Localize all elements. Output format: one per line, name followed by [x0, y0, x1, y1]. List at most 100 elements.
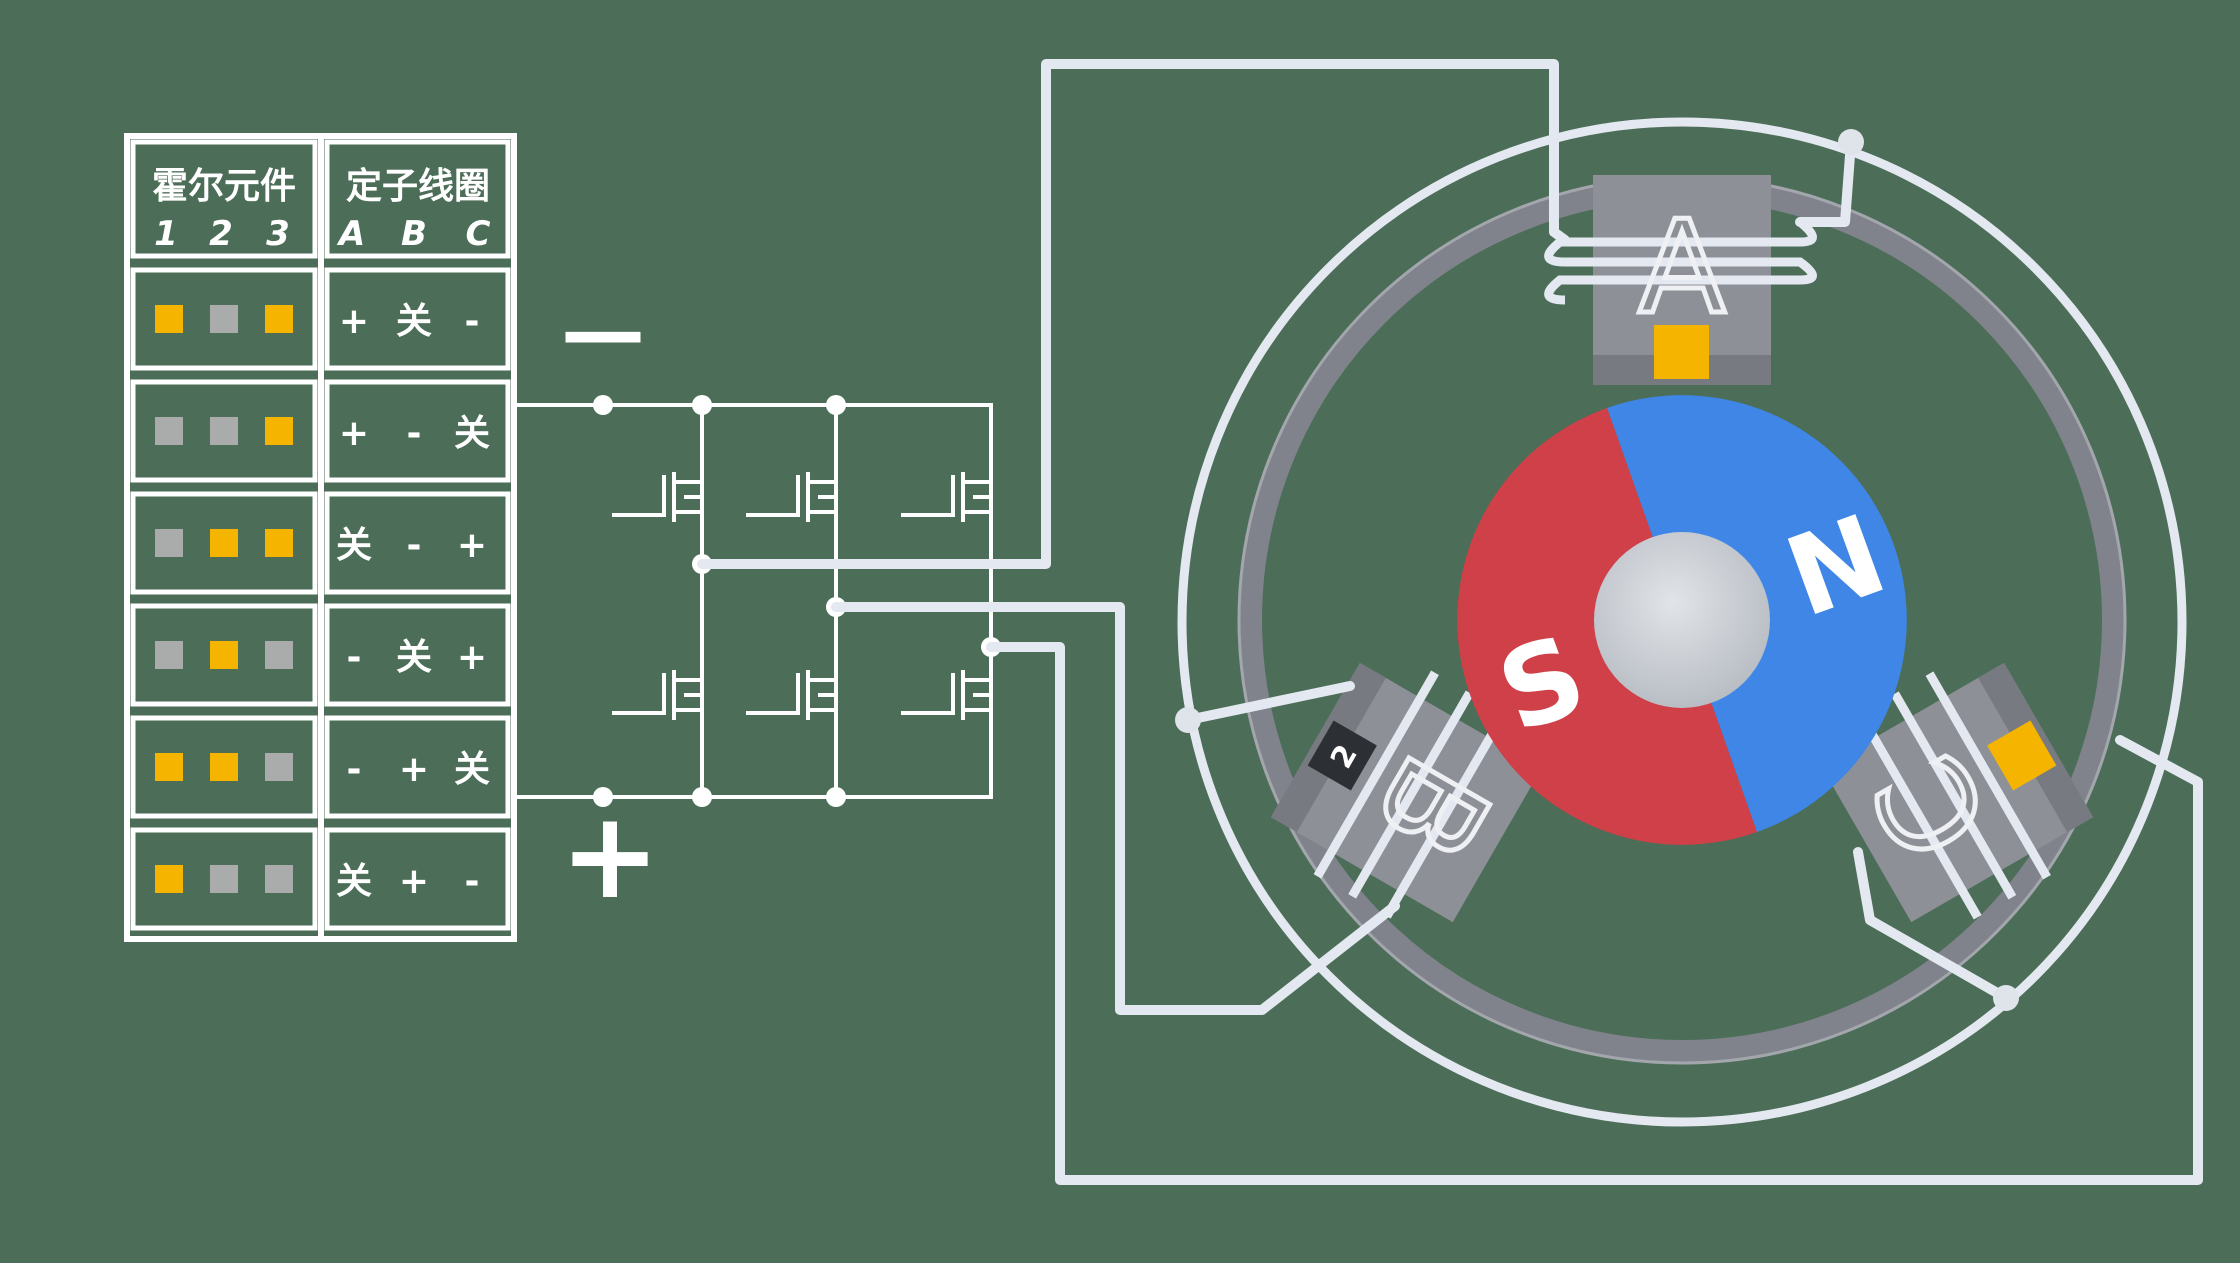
bus-plus-label: + — [560, 787, 661, 926]
header-coil-letter-a: A — [336, 214, 365, 254]
hall-sensor-3 — [1987, 720, 2057, 791]
star-wire-nodes — [1175, 129, 2019, 1011]
mosfet-symbol — [746, 660, 838, 730]
mosfet-symbol — [901, 660, 993, 730]
bldc-motor: A B 2 C N S — [1177, 117, 2187, 1127]
hall-sensor-2 — [1307, 720, 1377, 791]
table-row-hall-cell — [130, 827, 318, 931]
mosfet-group — [612, 462, 993, 730]
phase-wires — [697, 59, 2203, 1185]
junction-node — [826, 395, 846, 415]
hall-state-indicator — [155, 641, 183, 669]
coil-state-label: + — [457, 637, 487, 678]
table-row-hall-cell — [130, 491, 318, 595]
wire-phase-a — [697, 59, 1570, 569]
wire-node — [1838, 129, 1864, 155]
coil-state-label: 关 — [396, 637, 432, 678]
junction-node — [593, 787, 613, 807]
header-coil-cell — [324, 139, 511, 259]
hall-state-indicator — [210, 529, 238, 557]
coil-state-label: + — [339, 413, 369, 454]
hall-state-indicator — [210, 753, 238, 781]
hall-sensor-1 — [1654, 325, 1709, 379]
hall-state-indicator — [155, 753, 183, 781]
coil-state-label: 关 — [396, 301, 432, 342]
table-row-coil-cell — [324, 603, 511, 707]
table-body: +关-+-关关-+-关+-+关关+- — [130, 267, 511, 931]
rotor: N S — [1457, 395, 1907, 845]
wire-node — [1993, 985, 2019, 1011]
coil-c-winding — [1856, 671, 2051, 920]
truth-table: +关-+-关关-+-关+-+关关+- 霍尔元件 1 2 3 定子线圈 A B C — [124, 133, 517, 942]
table-row-hall-cell — [130, 267, 318, 371]
coil-state-label: + — [399, 861, 429, 902]
wire-phase-b — [831, 602, 1400, 1015]
coil-state-label: - — [407, 413, 422, 454]
rotor-hub — [1594, 532, 1770, 708]
junction-node — [826, 787, 846, 807]
coil-state-label: - — [407, 525, 422, 566]
coil-state-label: 关 — [454, 749, 490, 790]
header-hall-num-3: 3 — [266, 214, 290, 254]
wire-phase-b-star — [1183, 681, 1355, 725]
mosfet-symbol — [746, 462, 838, 532]
table-row-coil-cell — [324, 379, 511, 483]
stator-pole-a: A — [1544, 175, 1817, 385]
stator-pole-b: B 2 — [1270, 662, 1542, 923]
coil-state-label: - — [465, 301, 480, 342]
table-row-coil-cell — [324, 827, 511, 931]
coil-state-label: + — [339, 301, 369, 342]
mosfet-symbol — [612, 462, 704, 532]
hall-state-indicator — [265, 305, 293, 333]
hall-state-indicator — [265, 529, 293, 557]
coil-a-winding — [1544, 218, 1817, 305]
hall-state-indicator — [210, 865, 238, 893]
table-row-coil-cell — [324, 715, 511, 819]
junction-node — [692, 787, 712, 807]
table-row-hall-cell — [130, 715, 318, 819]
junction-node — [593, 395, 613, 415]
hall-state-indicator — [210, 641, 238, 669]
coil-state-label: 关 — [336, 861, 372, 902]
mosfet-symbol — [901, 462, 993, 532]
wire-phase-c-star — [1853, 847, 2011, 1003]
header-hall-num-1: 1 — [154, 214, 178, 254]
coil-state-label: 关 — [454, 413, 490, 454]
hall-state-indicator — [265, 417, 293, 445]
bus-minus-label: — — [561, 282, 645, 380]
wire-node — [1175, 707, 1201, 733]
wire-phase-a-return — [1795, 137, 1856, 227]
hall-state-indicator — [155, 865, 183, 893]
coil-state-label: + — [399, 749, 429, 790]
coil-state-label: - — [465, 861, 480, 902]
coil-state-label: - — [347, 749, 362, 790]
hall-state-indicator — [155, 417, 183, 445]
hall-state-indicator — [210, 417, 238, 445]
coil-b-winding — [1313, 670, 1509, 919]
table-row-hall-cell — [130, 603, 318, 707]
inverter-bridge — [514, 403, 993, 799]
coil-state-label: + — [457, 525, 487, 566]
table-row-coil-cell — [324, 267, 511, 371]
bridge-nodes — [593, 395, 1001, 807]
mosfet-symbol — [612, 660, 704, 730]
header-coil-letter-c: C — [466, 214, 491, 254]
star-wire-ring — [1177, 117, 2187, 1127]
header-hall-num-2: 2 — [209, 214, 233, 254]
header-hall-title: 霍尔元件 — [152, 166, 296, 207]
table-row-hall-cell — [130, 379, 318, 483]
header-hall-cell — [130, 139, 318, 259]
hall-state-indicator — [210, 305, 238, 333]
hall-state-indicator — [155, 305, 183, 333]
header-coil-title: 定子线圈 — [346, 166, 490, 207]
positive-bus-rail — [514, 645, 993, 799]
wire-phase-c — [986, 642, 2203, 1185]
hall-state-indicator — [155, 529, 183, 557]
hall-state-indicator — [265, 753, 293, 781]
table-row-coil-cell — [324, 491, 511, 595]
coil-state-label: - — [347, 637, 362, 678]
coil-state-label: 关 — [336, 525, 372, 566]
header-coil-letter-b: B — [401, 214, 427, 254]
hall-state-indicator — [265, 865, 293, 893]
